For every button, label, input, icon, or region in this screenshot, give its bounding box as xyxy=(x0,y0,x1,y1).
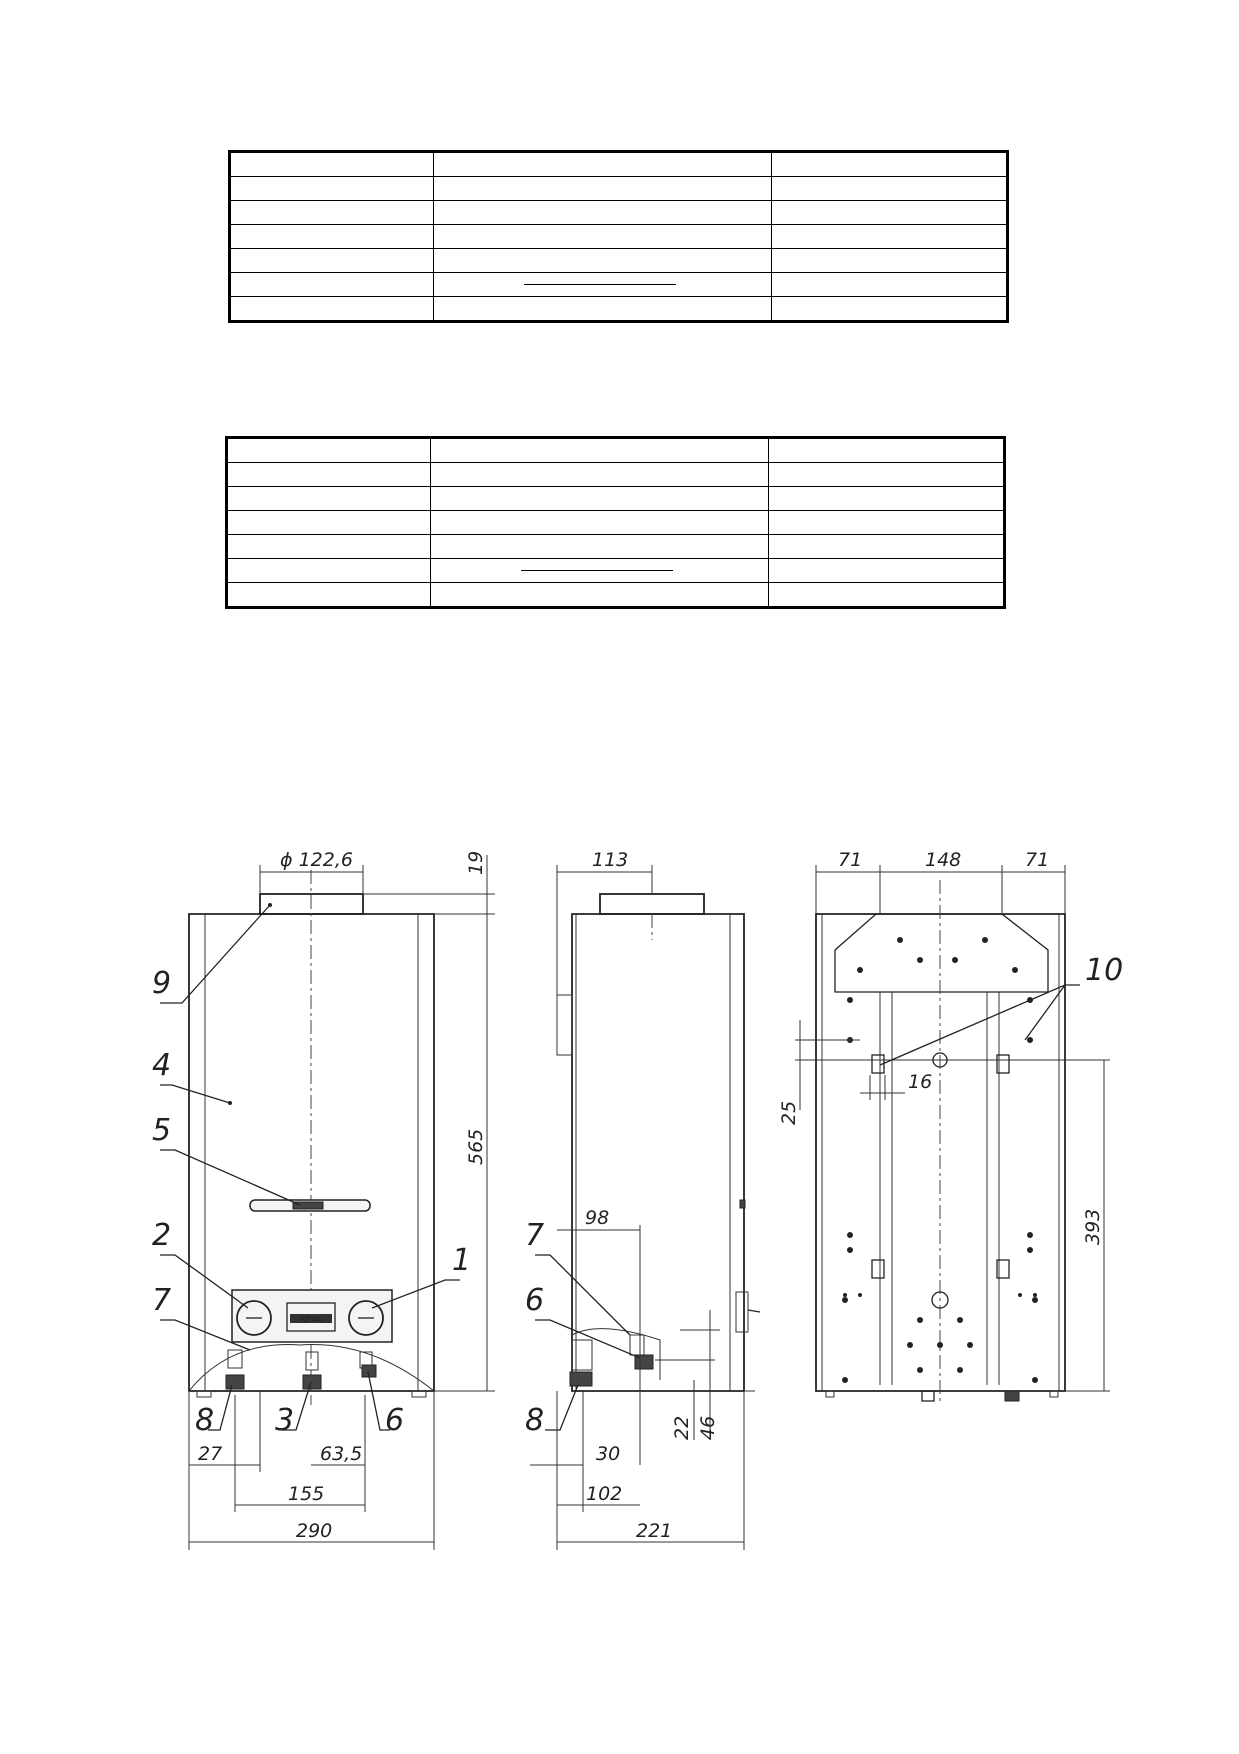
label-4: 4 xyxy=(152,1048,171,1083)
dim-30: 30 xyxy=(596,1443,620,1465)
fraction-line xyxy=(524,284,676,285)
left-knob xyxy=(236,1300,272,1336)
rear-view: 10 71 148 71 16 25 393 xyxy=(778,849,1123,1405)
label-2: 2 xyxy=(152,1218,171,1253)
spec-table-1 xyxy=(228,150,1009,323)
side-label-7: 7 xyxy=(525,1218,544,1253)
rear-label-10: 10 xyxy=(1085,953,1123,988)
dim-148: 148 xyxy=(925,849,961,871)
panel-brand: NEVA xyxy=(300,1315,322,1324)
dim-102: 102 xyxy=(586,1483,622,1505)
dim-width: 290 xyxy=(296,1520,332,1542)
dim-393: 393 xyxy=(1082,1209,1104,1245)
dim-25: 25 xyxy=(778,1101,800,1125)
label-5: 5 xyxy=(152,1113,171,1148)
dim-flue-diameter: ϕ 122,6 xyxy=(280,849,353,871)
front-view: NEVA 9 4 5 2 1 7 8 3 6 ϕ 122,6 xyxy=(152,849,495,1550)
dim-71-left: 71 xyxy=(838,849,862,871)
dim-flue-height: 19 xyxy=(465,851,487,875)
label-7: 7 xyxy=(152,1283,171,1318)
right-knob xyxy=(348,1300,384,1336)
dim-71-right: 71 xyxy=(1025,849,1049,871)
label-3: 3 xyxy=(275,1403,294,1438)
dim-98: 98 xyxy=(585,1207,609,1229)
label-1: 1 xyxy=(452,1243,471,1278)
dim-155: 155 xyxy=(288,1483,324,1505)
side-label-6: 6 xyxy=(525,1283,544,1318)
fraction-line xyxy=(521,570,673,571)
dim-63-5: 63,5 xyxy=(320,1443,362,1465)
side-view: 7 6 8 113 98 22 46 221 102 30 xyxy=(525,849,761,1550)
side-label-8: 8 xyxy=(525,1403,544,1438)
label-9: 9 xyxy=(152,966,171,1001)
dim-depth: 221 xyxy=(636,1520,672,1542)
dim-22: 22 xyxy=(671,1416,693,1440)
dim-16: 16 xyxy=(908,1071,932,1093)
dim-flue-offset: 113 xyxy=(592,849,628,871)
dim-46: 46 xyxy=(697,1416,719,1440)
label-6: 6 xyxy=(385,1403,404,1438)
dim-height: 565 xyxy=(465,1129,487,1165)
spec-table-2 xyxy=(225,436,1006,609)
label-8: 8 xyxy=(195,1403,214,1438)
dim-27: 27 xyxy=(198,1443,222,1465)
